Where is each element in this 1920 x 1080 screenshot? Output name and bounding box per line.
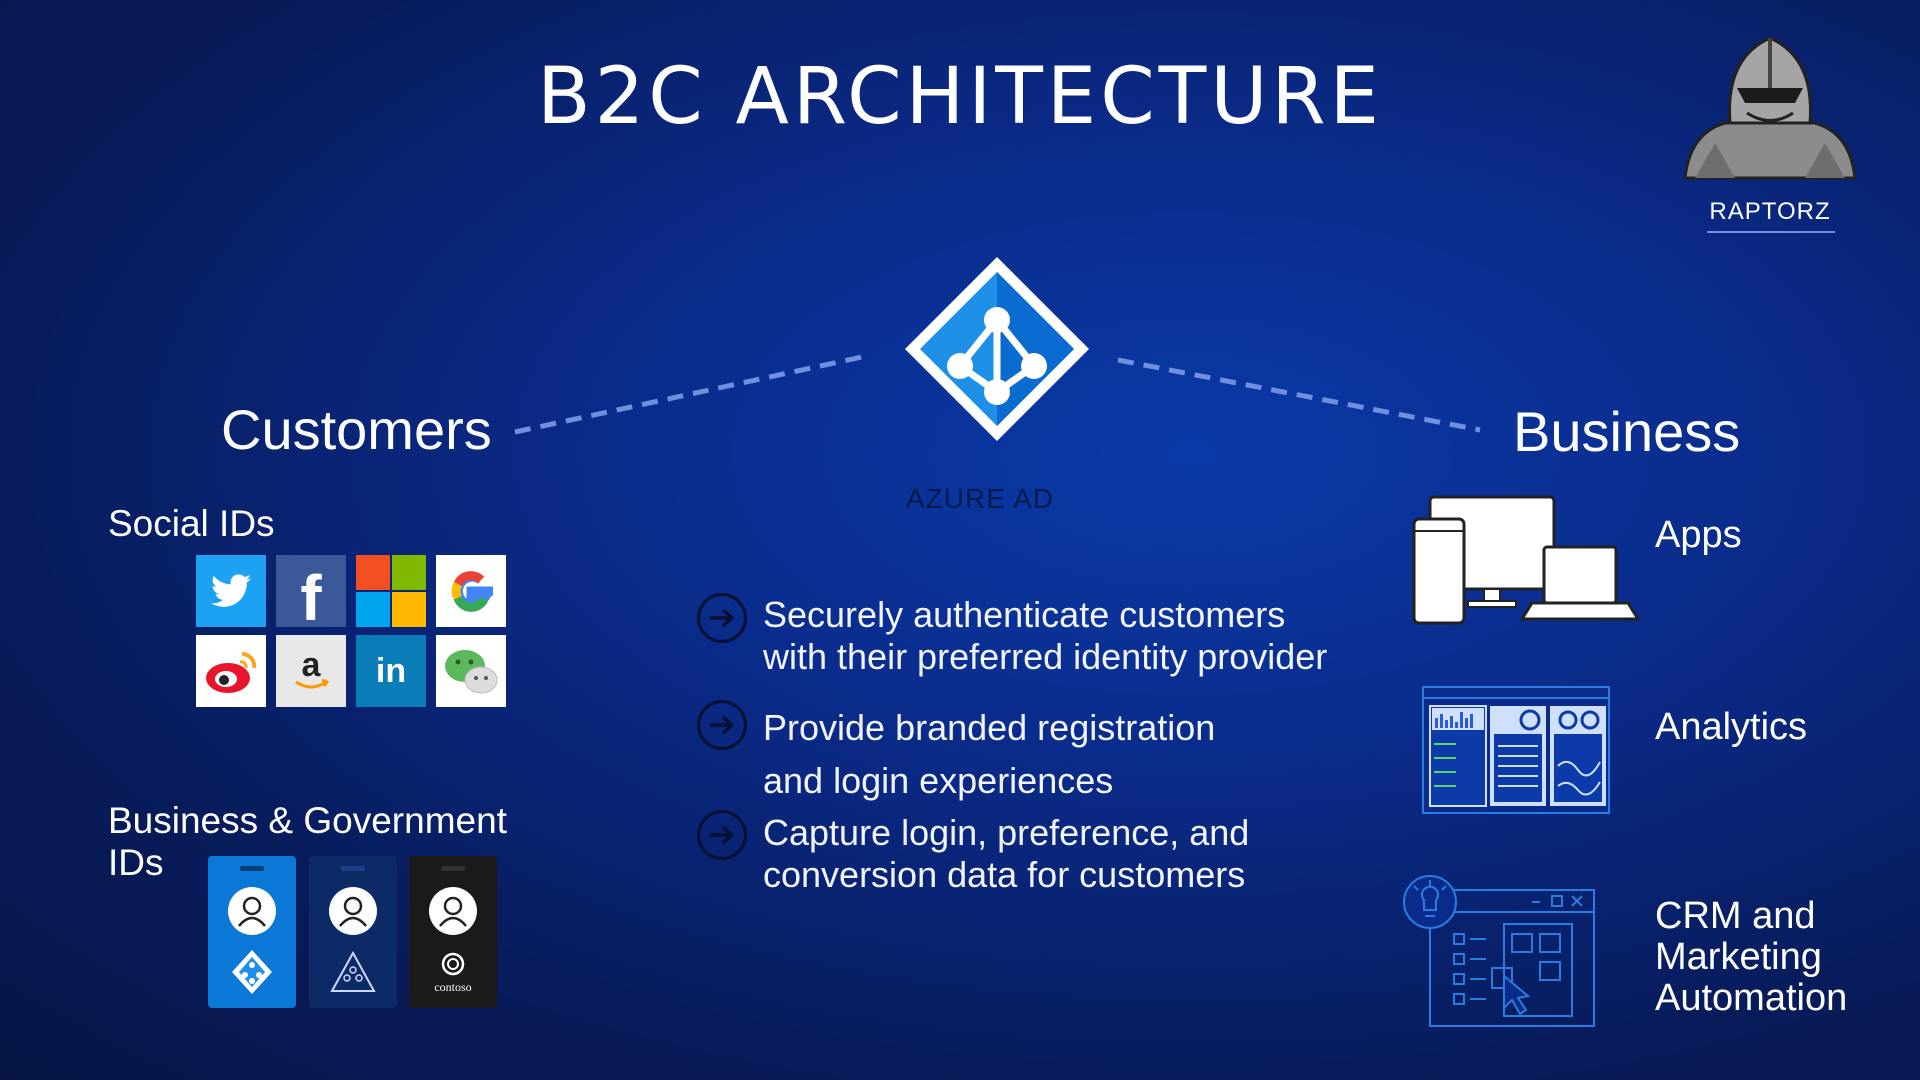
business-ids-heading-line2: IDs xyxy=(108,842,164,883)
facebook-icon: f xyxy=(300,562,322,634)
bullet-1-line2: with their preferred identity provider xyxy=(763,636,1328,677)
azure-ad-diamond-icon xyxy=(905,257,1089,441)
government-id-badge xyxy=(309,856,397,1008)
svg-text:a: a xyxy=(302,646,322,684)
arrow-right-icon xyxy=(710,715,735,735)
wechat-icon xyxy=(445,650,498,694)
twitter-tile xyxy=(196,555,266,627)
bullet-2-line1: Provide branded registration xyxy=(763,707,1216,748)
customers-connector-line xyxy=(514,354,863,435)
knight-helmet-icon xyxy=(1683,36,1857,180)
amazon-tile: a xyxy=(276,635,346,707)
crm-label: CRM and Marketing Automation xyxy=(1655,896,1847,1019)
crm-label-line2: Marketing xyxy=(1655,936,1822,978)
bullet-3-line1: Capture login, preference, and xyxy=(763,812,1250,853)
facebook-tile: f xyxy=(276,555,346,634)
user-avatar-icon xyxy=(228,887,276,935)
bullet-3-line2: conversion data for customers xyxy=(763,854,1246,895)
apps-icon-group xyxy=(1412,495,1641,627)
crm-window-icon xyxy=(1403,875,1595,1027)
azure-id-badge xyxy=(208,856,296,1008)
bullet-2-arrow xyxy=(697,700,747,750)
azure-ad-label: AZURE AD xyxy=(905,483,1055,514)
logo-text: RAPTORZ xyxy=(1709,198,1831,225)
microsoft-icon xyxy=(356,555,426,627)
bullet-3-text: Capture login, preference, and conversio… xyxy=(763,812,1249,896)
dashboard-icon xyxy=(1422,686,1610,814)
business-heading: Business xyxy=(1513,400,1741,463)
business-ids-heading-line1: Business & Government xyxy=(108,800,507,841)
logo-underline xyxy=(1707,231,1835,233)
bullet-1-arrow xyxy=(697,593,747,643)
crm-icon-group xyxy=(1400,872,1600,1032)
linkedin-icon: in xyxy=(375,651,407,690)
contoso-logo-icon xyxy=(441,952,465,976)
devices-icon xyxy=(1412,495,1641,625)
google-tile xyxy=(436,555,506,627)
contoso-id-badge: contoso xyxy=(409,856,497,1008)
raptorz-logo: RAPTORZ xyxy=(1655,28,1885,238)
google-icon xyxy=(451,571,493,612)
arrow-right-icon xyxy=(710,608,735,628)
amazon-icon: a xyxy=(295,646,330,689)
microsoft-tile xyxy=(356,555,426,627)
azure-ad-logo xyxy=(902,254,1092,444)
wechat-tile xyxy=(436,635,506,707)
bullet-3-arrow xyxy=(697,810,747,860)
arrow-right-icon xyxy=(710,825,735,845)
social-ids-heading: Social IDs xyxy=(108,503,275,544)
analytics-label: Analytics xyxy=(1655,706,1808,748)
analytics-icon-group xyxy=(1422,686,1612,816)
customers-heading: Customers xyxy=(221,398,492,461)
weibo-tile xyxy=(196,635,266,707)
crm-label-line3: Automation xyxy=(1655,977,1848,1019)
crm-label-line1: CRM and xyxy=(1655,895,1816,937)
user-avatar-icon xyxy=(329,887,377,935)
bullet-1-line1: Securely authenticate customers xyxy=(763,594,1286,635)
bullet-1-text: Securely authenticate customers with the… xyxy=(763,594,1327,678)
bullet-2-line2: and login experiences xyxy=(763,760,1114,801)
user-avatar-icon xyxy=(429,887,477,935)
triangle-people-icon xyxy=(330,950,376,992)
page-title: B2C ARCHITECTURE xyxy=(537,52,1383,142)
azure-ad-small-icon xyxy=(232,950,272,994)
business-connector-line xyxy=(1117,357,1481,433)
contoso-label: contoso xyxy=(434,980,472,994)
twitter-icon xyxy=(211,574,251,607)
business-ids-heading: Business & Government IDs xyxy=(108,800,507,884)
apps-label: Apps xyxy=(1655,514,1742,556)
weibo-icon xyxy=(206,651,257,693)
linkedin-tile: in xyxy=(356,635,426,707)
bullet-2-text: Provide branded registration and login e… xyxy=(763,701,1215,807)
